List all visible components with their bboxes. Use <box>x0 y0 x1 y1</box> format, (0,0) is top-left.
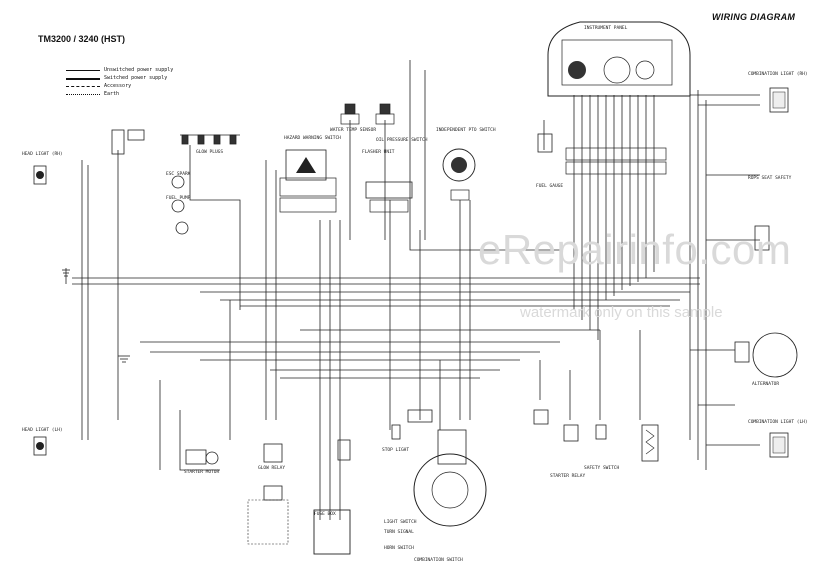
water-temp-label: WATER TEMP SENSOR <box>330 128 377 133</box>
pto-knob-icon <box>451 157 467 173</box>
fuse-box <box>313 509 351 555</box>
fusible-link-connector <box>127 129 145 141</box>
stop-light <box>391 424 401 440</box>
light-switch-label: LIGHT SWITCH <box>384 520 417 525</box>
glow-loop <box>189 145 241 310</box>
head-light-rh-label: HEAD LIGHT (RH) <box>22 152 63 157</box>
starter-relay-label: STARTER RELAY <box>550 474 586 479</box>
combination-switch-connector <box>437 429 467 465</box>
starter-loop <box>179 410 220 471</box>
watermark-note: watermark only on this sample <box>520 304 723 321</box>
horn-switch-label: HORN SWITCH <box>384 546 414 551</box>
alternator <box>752 332 798 378</box>
legend-label: Accessory <box>104 83 132 89</box>
oil-pressure-label: OIL PRESSURE SWITCH <box>376 138 428 143</box>
legend-label: Unswitched power supply <box>104 67 174 73</box>
panel-connector <box>565 161 667 175</box>
rops-switch <box>754 225 770 251</box>
instrument-panel-label: INSTRUMENT PANEL <box>584 26 628 31</box>
legend: Unswitched power supply Switched power s… <box>66 66 173 98</box>
starter-motor-label: STARTER MOTOR <box>184 470 220 475</box>
esc-spark <box>171 175 185 189</box>
solenoid <box>641 424 659 462</box>
glow-relay-label: GLOW RELAY <box>258 466 286 471</box>
legend-item-earth: Earth <box>66 90 173 98</box>
legend-swatch <box>66 70 100 71</box>
solenoid-coil-icon <box>645 429 655 455</box>
legend-label: Earth <box>104 91 120 97</box>
connector-center <box>407 409 433 423</box>
alternator-connector <box>734 341 750 363</box>
earth-icon <box>118 355 130 363</box>
legend-swatch <box>66 78 100 80</box>
fuel-pump-label: FUEL PUMP <box>166 196 191 201</box>
legend-item-switched: Switched power supply <box>66 74 173 82</box>
watermark-site: eRepairinfo.com <box>478 226 792 273</box>
flasher-label: FLASHER UNIT <box>362 150 395 155</box>
legend-swatch <box>66 94 100 95</box>
instrument-panel <box>547 21 691 175</box>
panel-upper-loop <box>409 60 560 251</box>
legend-swatch <box>66 86 100 87</box>
model-title: TM3200 / 3240 (HST) <box>38 34 126 44</box>
head-light-lh-label: HEAD LIGHT (LH) <box>22 428 63 433</box>
stop-light-switch <box>337 439 351 461</box>
esc-spark-label: ESC SPARK <box>166 172 191 177</box>
gauge-icon <box>603 56 631 84</box>
combination-switch-label: COMBINATION SWITCH <box>414 558 463 563</box>
flasher-unit <box>365 181 413 199</box>
fuel-gauge-label: FUEL GAUGE <box>536 184 564 189</box>
pto-label: INDEPENDENT PTO SWITCH <box>436 128 496 133</box>
gauge-icon <box>635 60 655 80</box>
diagram-title: WIRING DIAGRAM <box>712 12 796 22</box>
turn-signal-label: TURN SIGNAL <box>384 530 414 535</box>
glow-plugs <box>180 134 240 145</box>
panel-connector <box>565 147 667 161</box>
combination-light-lh <box>769 432 789 458</box>
starter-solenoid <box>205 451 219 465</box>
fusible-link <box>111 129 125 155</box>
combination-light-rh <box>769 87 789 113</box>
fuel-pump <box>171 199 185 213</box>
tachometer-icon <box>568 61 586 79</box>
glow-relay <box>175 221 189 235</box>
safety-switch-label: SAFETY SWITCH <box>584 466 620 471</box>
pto-switch <box>442 148 476 182</box>
starter-motor <box>185 449 207 465</box>
alternator-label: ALTERNATOR <box>752 382 780 387</box>
legend-label: Switched power supply <box>104 75 168 81</box>
connector-relay <box>533 409 549 425</box>
starter-relay <box>563 424 579 442</box>
flasher-connector <box>369 199 409 213</box>
legend-item-accessory: Accessory <box>66 82 173 90</box>
hazard-warning-switch <box>285 149 327 181</box>
stop-light-label: STOP LIGHT <box>382 448 410 453</box>
glow-plugs-label: GLOW PLUGS <box>196 150 224 155</box>
fuse-box-label: FUSE BOX <box>314 512 336 517</box>
hazard-triangle-icon <box>296 157 316 173</box>
hazard-connector <box>279 177 337 197</box>
earth-icon <box>62 268 70 284</box>
combination-light-lh-label: COMBINATION LIGHT (LH) <box>748 420 808 425</box>
head-light-lh <box>33 436 47 456</box>
head-light-rh <box>33 165 47 185</box>
pto-connector <box>450 189 470 201</box>
glow-relay-box <box>263 443 283 463</box>
hazard-label: HAZARD WARNING SWITCH <box>284 136 341 141</box>
fuse-box-table <box>247 499 289 545</box>
legend-item-unswitched: Unswitched power supply <box>66 66 173 74</box>
hazard-connector <box>279 197 337 213</box>
combination-switch <box>413 453 487 527</box>
oil-pressure-switch <box>375 103 395 125</box>
safety-switch <box>595 424 607 440</box>
relay-connector <box>263 485 283 501</box>
water-temp-sensor <box>340 103 360 125</box>
combination-light-rh-label: COMBINATION LIGHT (RH) <box>748 72 808 77</box>
fuel-gauge-sender <box>537 133 553 153</box>
rops-label: ROPS SEAT SAFETY <box>748 176 792 181</box>
